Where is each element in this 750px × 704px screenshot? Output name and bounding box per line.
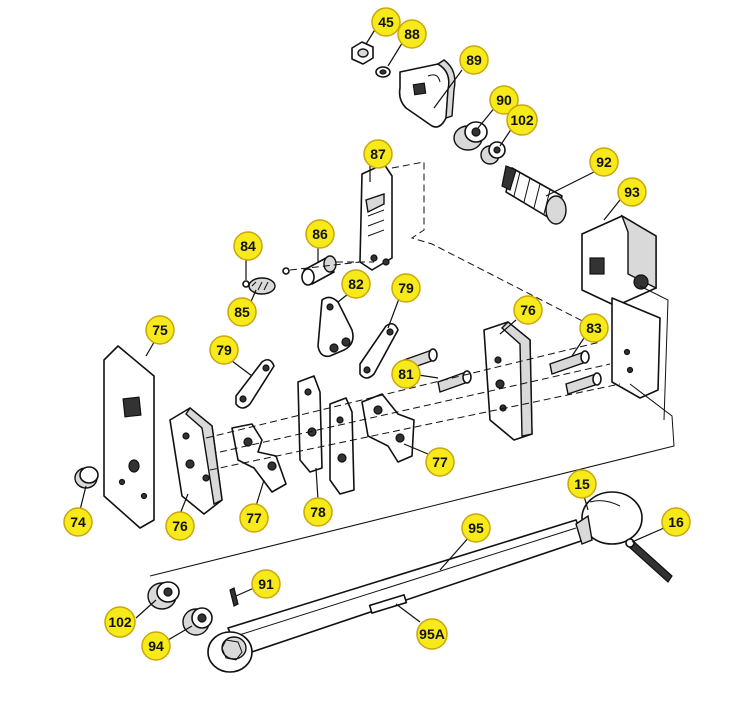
svg-text:85: 85 [234,304,250,320]
pins-83 [549,350,602,395]
spring-pin-87 [359,163,393,271]
svg-text:92: 92 [596,154,612,170]
svg-text:79: 79 [398,280,414,296]
callout-95a: 95A [416,618,448,650]
levers-78 [297,375,355,495]
callout-83: 83 [579,313,609,343]
link-79-left [235,358,275,409]
svg-text:82: 82 [348,276,364,292]
callout-87: 87 [363,139,393,169]
callout-78: 78 [303,497,333,527]
callout-77-right: 77 [425,447,455,477]
svg-text:76: 76 [520,302,536,318]
svg-text:75: 75 [152,322,168,338]
spring-85 [248,277,276,295]
callout-102-bottom: 102 [104,606,136,638]
svg-text:77: 77 [246,510,262,526]
washer-88 [375,66,391,78]
link-79-right [359,322,399,379]
callout-15: 15 [567,469,597,499]
lever-77-left [231,423,287,493]
callout-74: 74 [63,507,93,537]
callout-90: 90 [489,85,519,115]
svg-text:102: 102 [510,112,534,128]
alignment-lines [149,161,675,577]
svg-text:89: 89 [466,52,482,68]
socket-end-95 [207,631,253,673]
callout-95: 95 [461,513,491,543]
svg-text:76: 76 [172,518,188,534]
callout-76-left: 76 [165,511,195,541]
callout-77-left: 77 [239,503,269,533]
svg-text:95A: 95A [419,626,445,642]
link-82 [317,296,354,358]
callout-91: 91 [251,569,281,599]
svg-text:81: 81 [398,366,414,382]
svg-text:77: 77 [432,454,448,470]
bushing-90 [453,121,488,151]
bushing-102-bottom [147,581,180,610]
svg-text:94: 94 [148,638,164,654]
plunger-86 [301,255,337,286]
side-plate-76-right [483,321,533,441]
callout-94: 94 [141,631,171,661]
svg-text:90: 90 [496,92,512,108]
callout-85: 85 [227,297,257,327]
roll-pin-91 [229,587,239,607]
svg-text:45: 45 [378,14,394,30]
lever-95 [227,519,585,657]
svg-text:86: 86 [312,226,328,242]
svg-text:84: 84 [240,238,256,254]
callout-82: 82 [341,269,371,299]
svg-text:88: 88 [404,26,420,42]
svg-text:83: 83 [586,320,602,336]
callout-76-right: 76 [513,295,543,325]
callout-81: 81 [391,359,421,389]
callout-89: 89 [459,45,489,75]
side-plate-76-left [169,406,223,515]
callout-88: 88 [397,19,427,49]
callout-102-top: 102 [506,104,538,136]
svg-text:102: 102 [108,614,132,630]
bushing-102-top [480,141,506,165]
rod-16 [625,538,673,583]
svg-text:95: 95 [468,520,484,536]
callout-79-left: 79 [209,335,239,365]
knob-15 [575,491,643,545]
svg-text:74: 74 [70,514,86,530]
cap-74 [74,466,99,489]
svg-text:91: 91 [258,576,274,592]
callout-16: 16 [661,507,691,537]
callout-92: 92 [589,147,619,177]
svg-text:93: 93 [624,184,640,200]
svg-text:78: 78 [310,504,326,520]
svg-text:15: 15 [574,476,590,492]
callout-45: 45 [371,7,401,37]
callout-84: 84 [233,231,263,261]
lever-77-right [361,393,415,463]
svg-text:16: 16 [668,514,684,530]
splined-shaft-92 [501,165,567,225]
callout-86: 86 [305,219,335,249]
callout-93: 93 [617,177,647,207]
svg-text:79: 79 [216,342,232,358]
bushing-94 [182,607,213,636]
callout-79-right: 79 [391,273,421,303]
bracket-89 [398,59,456,128]
callout-75: 75 [145,315,175,345]
svg-text:87: 87 [370,146,386,162]
plate-75 [103,345,155,529]
nut-45 [351,41,374,65]
housing-93 [581,214,661,399]
